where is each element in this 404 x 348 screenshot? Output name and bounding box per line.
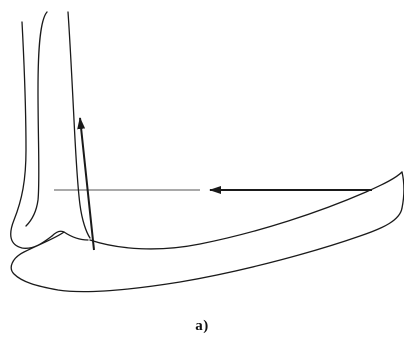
muscle-force-arrow [77, 117, 95, 251]
forearm-upper-edge [10, 207, 403, 293]
upper-bone-right-edge [67, 11, 91, 239]
upper-bone-inner-edge [25, 11, 48, 227]
forearm-inner-edge [89, 171, 403, 250]
figure-caption: a) [195, 318, 209, 334]
upper-bone-left-edge [10, 21, 53, 249]
